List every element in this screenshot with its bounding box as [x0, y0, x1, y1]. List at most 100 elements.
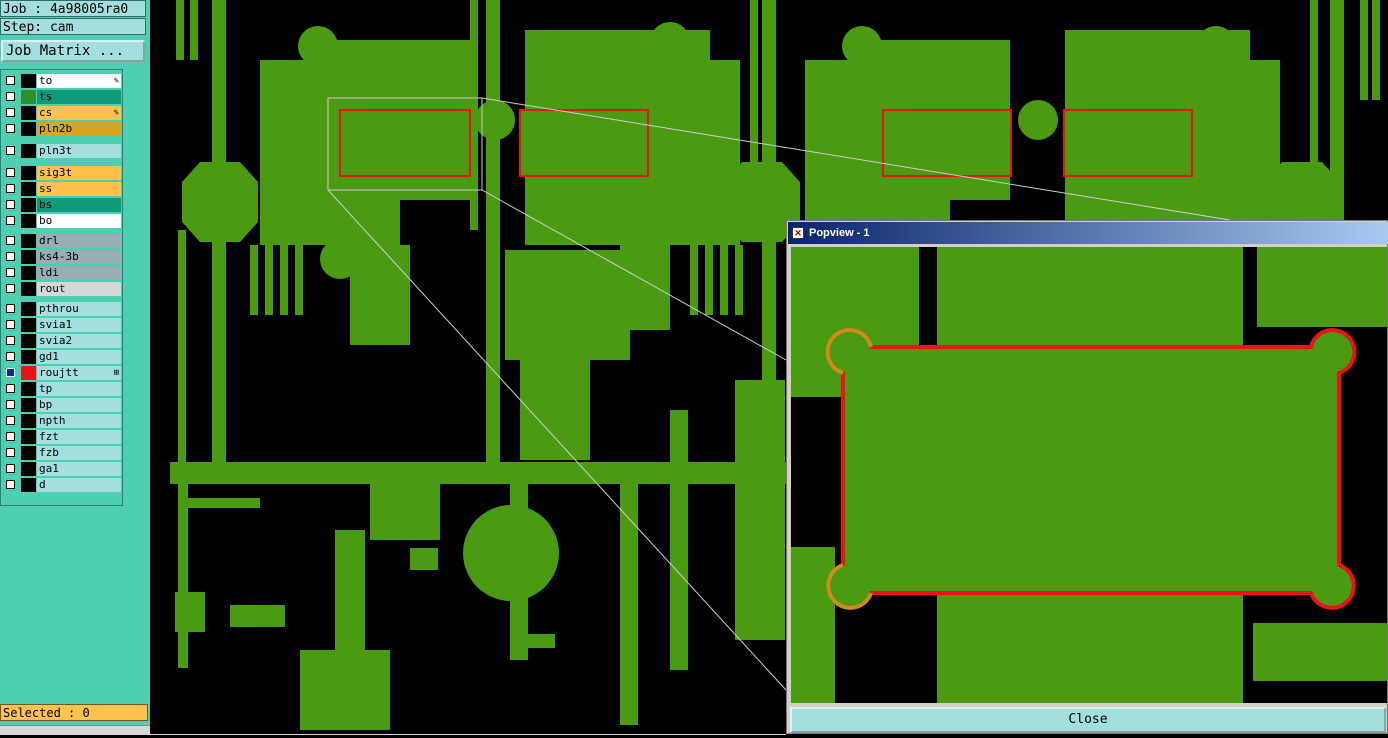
layer-name[interactable]: ts — [37, 90, 121, 104]
layer-row-pln2b[interactable]: pln2b — [3, 122, 121, 136]
layer-row-cs[interactable]: cs✎ — [3, 106, 121, 120]
layer-checkbox[interactable] — [6, 146, 15, 155]
layer-row-svia2[interactable]: svia2 — [3, 334, 121, 348]
layer-checkbox[interactable] — [6, 184, 15, 193]
layer-color-swatch[interactable] — [21, 398, 36, 412]
layer-name[interactable]: pln3t — [37, 144, 121, 158]
layer-color-swatch[interactable] — [21, 74, 36, 88]
layer-name[interactable]: svia1 — [37, 318, 121, 332]
layer-row-d[interactable]: d — [3, 478, 121, 492]
layer-color-swatch[interactable] — [21, 462, 36, 476]
layer-color-swatch[interactable] — [21, 446, 36, 460]
layer-checkbox[interactable] — [6, 320, 15, 329]
layer-name[interactable]: cs✎ — [37, 106, 121, 120]
layer-name[interactable]: pthrou — [37, 302, 121, 316]
layer-checkbox[interactable] — [6, 384, 15, 393]
layer-row-ss[interactable]: ss — [3, 182, 121, 196]
layer-name[interactable]: fzt — [37, 430, 121, 444]
layer-color-swatch[interactable] — [21, 302, 36, 316]
job-matrix-button[interactable]: Job Matrix ... — [1, 40, 145, 62]
layer-name[interactable]: ss — [37, 182, 121, 196]
layer-checkbox[interactable] — [6, 368, 15, 377]
layer-name[interactable]: bs — [37, 198, 121, 212]
layer-name[interactable]: gd1 — [37, 350, 121, 364]
layer-row-tp[interactable]: tp — [3, 382, 121, 396]
layer-checkbox[interactable] — [6, 336, 15, 345]
layer-checkbox[interactable] — [6, 432, 15, 441]
layer-name[interactable]: drl — [37, 234, 121, 248]
layer-row-bs[interactable]: bs — [3, 198, 121, 212]
layer-color-swatch[interactable] — [21, 282, 36, 296]
layer-row-ks4-3b[interactable]: ks4-3b — [3, 250, 121, 264]
layer-checkbox[interactable] — [6, 124, 15, 133]
layer-color-swatch[interactable] — [21, 478, 36, 492]
layer-color-swatch[interactable] — [21, 122, 36, 136]
close-button[interactable]: Close — [790, 707, 1386, 733]
layer-row-svia1[interactable]: svia1 — [3, 318, 121, 332]
layer-checkbox[interactable] — [6, 92, 15, 101]
layer-color-swatch[interactable] — [21, 198, 36, 212]
layer-row-ga1[interactable]: ga1 — [3, 462, 121, 476]
layer-color-swatch[interactable] — [21, 90, 36, 104]
layer-checkbox[interactable] — [6, 76, 15, 85]
layer-row-ts[interactable]: ts — [3, 90, 121, 104]
layer-row-bo[interactable]: bo — [3, 214, 121, 228]
layer-checkbox[interactable] — [6, 236, 15, 245]
layer-row-to[interactable]: to✎ — [3, 74, 121, 88]
layer-name[interactable]: to✎ — [37, 74, 121, 88]
layer-row-ldi[interactable]: ldi — [3, 266, 121, 280]
layer-color-swatch[interactable] — [21, 106, 36, 120]
layer-name[interactable]: sig3t — [37, 166, 121, 180]
layer-checkbox[interactable] — [6, 284, 15, 293]
layer-color-swatch[interactable] — [21, 166, 36, 180]
layer-name[interactable]: rout — [37, 282, 121, 296]
layer-checkbox[interactable] — [6, 168, 15, 177]
layer-color-swatch[interactable] — [21, 318, 36, 332]
layer-color-swatch[interactable] — [21, 350, 36, 364]
layer-checkbox[interactable] — [6, 216, 15, 225]
layer-name[interactable]: bo — [37, 214, 121, 228]
layer-checkbox[interactable] — [6, 464, 15, 473]
layer-color-swatch[interactable] — [21, 182, 36, 196]
layer-name[interactable]: fzb — [37, 446, 121, 460]
layer-color-swatch[interactable] — [21, 366, 36, 380]
popview-canvas[interactable] — [791, 247, 1387, 703]
layer-name[interactable]: roujtt⊞ — [37, 366, 121, 380]
layer-row-gd1[interactable]: gd1 — [3, 350, 121, 364]
layer-name[interactable]: npth — [37, 414, 121, 428]
layer-checkbox[interactable] — [6, 400, 15, 409]
layer-color-swatch[interactable] — [21, 234, 36, 248]
layer-name[interactable]: pln2b — [37, 122, 121, 136]
layer-color-swatch[interactable] — [21, 334, 36, 348]
layer-color-swatch[interactable] — [21, 382, 36, 396]
layer-row-rout[interactable]: rout — [3, 282, 121, 296]
popview-titlebar[interactable]: ✕ Popview - 1 — [788, 222, 1388, 244]
layer-name[interactable]: svia2 — [37, 334, 121, 348]
close-x-icon[interactable]: ✕ — [792, 227, 804, 239]
layer-row-fzb[interactable]: fzb — [3, 446, 121, 460]
layer-row-bp[interactable]: bp — [3, 398, 121, 412]
layer-name[interactable]: bp — [37, 398, 121, 412]
layer-color-swatch[interactable] — [21, 144, 36, 158]
layer-row-roujtt[interactable]: roujtt⊞ — [3, 366, 121, 380]
layer-name[interactable]: tp — [37, 382, 121, 396]
layer-checkbox[interactable] — [6, 108, 15, 117]
layer-name[interactable]: ga1 — [37, 462, 121, 476]
layer-row-fzt[interactable]: fzt — [3, 430, 121, 444]
layer-color-swatch[interactable] — [21, 414, 36, 428]
layer-checkbox[interactable] — [6, 480, 15, 489]
layer-checkbox[interactable] — [6, 304, 15, 313]
layer-row-pthrou[interactable]: pthrou — [3, 302, 121, 316]
layer-name[interactable]: d — [37, 478, 121, 492]
layer-checkbox[interactable] — [6, 268, 15, 277]
layer-checkbox[interactable] — [6, 200, 15, 209]
layer-checkbox[interactable] — [6, 416, 15, 425]
layer-color-swatch[interactable] — [21, 214, 36, 228]
layer-name[interactable]: ldi — [37, 266, 121, 280]
layer-row-drl[interactable]: drl — [3, 234, 121, 248]
layer-row-pln3t[interactable]: pln3t — [3, 144, 121, 158]
layer-checkbox[interactable] — [6, 352, 15, 361]
layer-color-swatch[interactable] — [21, 266, 36, 280]
layer-color-swatch[interactable] — [21, 430, 36, 444]
layer-color-swatch[interactable] — [21, 250, 36, 264]
